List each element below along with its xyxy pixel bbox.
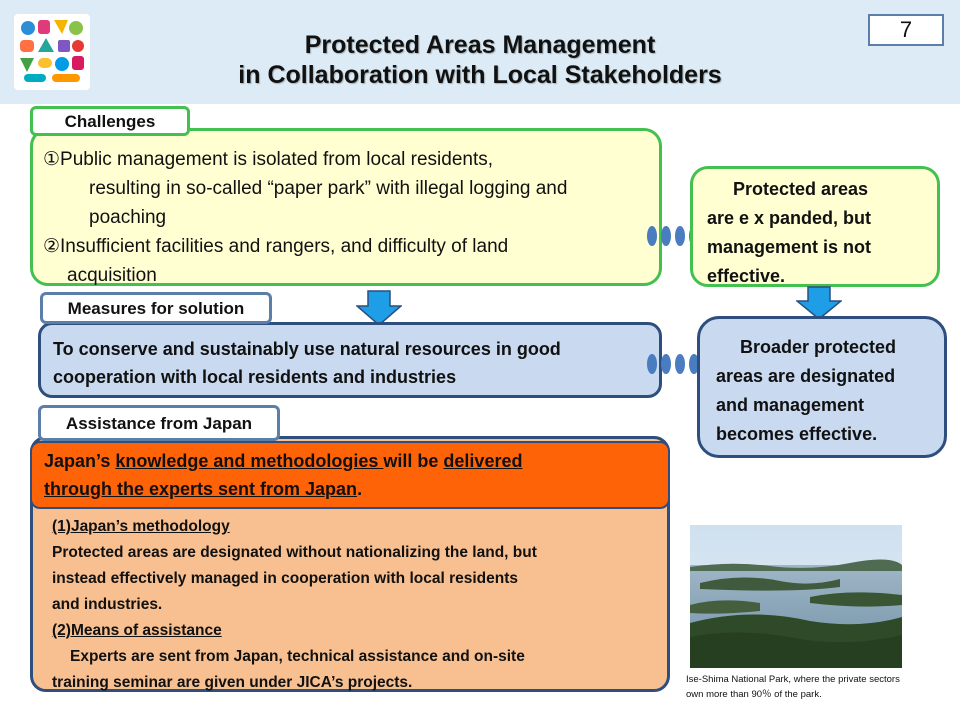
challenge-item-2-line-1: ②Insufficient facilities and rangers, an… xyxy=(43,236,509,257)
wildlife-logo-icon xyxy=(14,14,90,90)
down-arrow-icon xyxy=(796,286,842,320)
challenges-tab: Challenges xyxy=(30,106,190,136)
result-1-line-3: management is not xyxy=(707,237,872,257)
national-park-photo xyxy=(690,525,902,668)
title-line-1: Protected Areas Management xyxy=(304,31,656,59)
methodology-line-1: Protected areas are designated without n… xyxy=(52,544,537,561)
measures-tab: Measures for solution xyxy=(40,292,272,324)
means-line-2: training seminar are given under JICA’s … xyxy=(52,674,413,691)
result-1-line-1: Protected areas xyxy=(733,179,869,199)
assistance-body: (1)Japan’s methodology Protected areas a… xyxy=(52,514,652,696)
caption-line-2: own more than 90％ of the park. xyxy=(686,689,822,700)
banner-text-2: knowledge and methodologies xyxy=(115,451,384,471)
result-2-line-3: and management xyxy=(716,395,865,415)
slide-title: Protected Areas Management in Collaborat… xyxy=(130,30,830,90)
result-1-line-2: are e x panded, but xyxy=(707,208,872,228)
down-arrow-icon xyxy=(356,290,402,326)
assistance-banner: Japan’s knowledge and methodologies will… xyxy=(30,441,670,509)
measures-box: To conserve and sustainably use natural … xyxy=(38,322,662,398)
result-box-effective: Broader protected areas are designated a… xyxy=(697,316,947,458)
photo-caption: Ise-Shima National Park, where the priva… xyxy=(686,672,948,702)
caption-line-1: Ise-Shima National Park, where the priva… xyxy=(686,674,900,685)
challenge-item-1-line-2: resulting in so-called “paper park” with… xyxy=(89,178,568,199)
banner-text-6: . xyxy=(357,479,363,499)
result-box-expanded: Protected areas are e x panded, but mana… xyxy=(690,166,940,287)
result-2-line-2: areas are designated xyxy=(716,366,896,386)
challenges-box: ①Public management is isolated from loca… xyxy=(30,128,662,286)
banner-text-3: will be xyxy=(383,451,444,471)
methodology-heading: (1)Japan’s methodology xyxy=(52,518,230,535)
banner-text-4: delivered xyxy=(443,451,523,471)
banner-text-5: through the experts sent from Japan xyxy=(44,479,358,499)
means-line-1: Experts are sent from Japan, technical a… xyxy=(70,648,525,665)
result-2-line-1: Broader protected xyxy=(740,337,897,357)
challenge-item-2-line-2: acquisition xyxy=(67,265,157,286)
methodology-line-2: instead effectively managed in cooperati… xyxy=(52,570,518,587)
page-number: 7 xyxy=(868,14,944,46)
challenge-item-1-line-3: poaching xyxy=(89,207,167,228)
banner-text-1: Japan’s xyxy=(44,451,116,471)
measures-line-1: To conserve and sustainably use natural … xyxy=(53,339,561,359)
assistance-tab: Assistance from Japan xyxy=(38,405,280,441)
measures-line-2: cooperation with local residents and ind… xyxy=(53,367,457,387)
means-heading: (2)Means of assistance xyxy=(52,622,222,639)
title-line-2: in Collaboration with Local Stakeholders xyxy=(238,61,722,89)
result-2-line-4: becomes effective. xyxy=(716,424,878,444)
result-1-line-4: effective. xyxy=(707,266,786,286)
challenge-item-1-line-1: ①Public management is isolated from loca… xyxy=(43,149,494,170)
slide-header: Protected Areas Management in Collaborat… xyxy=(0,0,960,104)
methodology-line-3: and industries. xyxy=(52,596,163,613)
